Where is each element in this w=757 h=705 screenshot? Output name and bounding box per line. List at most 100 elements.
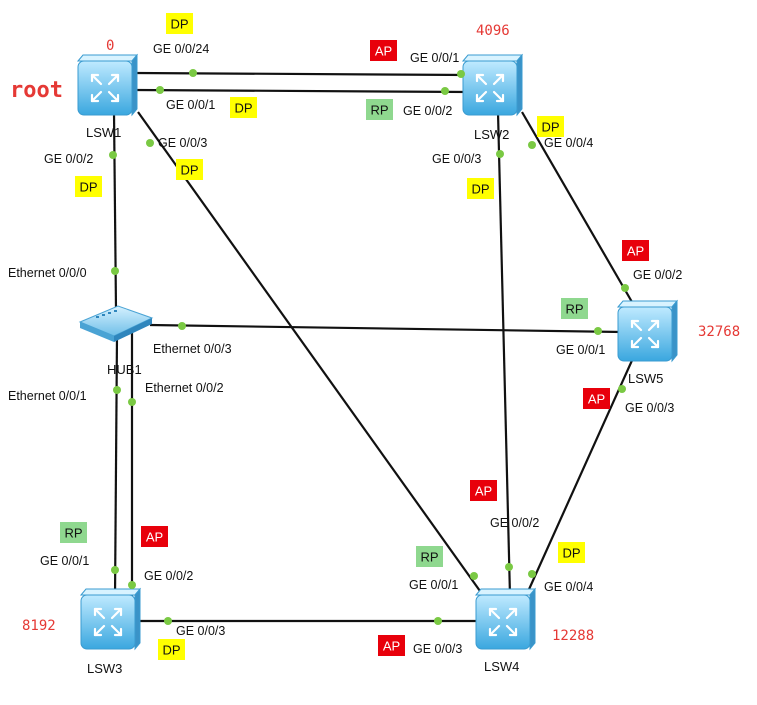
device-hub1[interactable] [78, 305, 154, 342]
port-label: GE 0/0/4 [544, 136, 593, 150]
link-lsw1-lsw2-bottom [134, 88, 471, 94]
port-dot [496, 150, 504, 158]
role-badge: DP [75, 176, 102, 197]
port-label: GE 0/0/3 [432, 152, 481, 166]
links [112, 71, 636, 623]
link-lsw2-lsw4 [496, 111, 512, 597]
port-label: GE 0/0/3 [413, 642, 462, 656]
lsw1-priority: 0 [106, 38, 114, 54]
role-badge: AP [141, 526, 168, 547]
port-label: GE 0/0/1 [410, 51, 459, 65]
svg-text:RP: RP [420, 550, 438, 565]
port-label: Ethernet 0/0/0 [8, 266, 87, 280]
role-badge: DP [558, 542, 585, 563]
port-label: Ethernet 0/0/2 [145, 381, 224, 395]
svg-text:DP: DP [541, 120, 559, 135]
role-badge: RP [561, 298, 588, 319]
l3-switch-icon [461, 53, 524, 117]
port-dot [128, 398, 136, 406]
hub-icon [78, 305, 154, 342]
role-badge: DP [176, 159, 203, 180]
device-lsw1[interactable] [76, 53, 139, 117]
lsw2-priority: 4096 [476, 23, 510, 39]
port-dot [113, 386, 121, 394]
port-labels: GE 0/0/24 GE 0/0/1 GE 0/0/2 GE 0/0/3 GE … [8, 42, 682, 656]
device-lsw3[interactable] [79, 587, 142, 651]
port-dot [528, 141, 536, 149]
port-label: Ethernet 0/0/1 [8, 389, 87, 403]
device-lsw4[interactable] [474, 587, 537, 651]
link-lsw1-lsw2-top [134, 71, 471, 77]
role-badge: AP [470, 480, 497, 501]
role-badge: AP [622, 240, 649, 261]
lsw4-priority: 12288 [552, 628, 594, 644]
svg-text:DP: DP [234, 101, 252, 116]
port-label: GE 0/0/2 [633, 268, 682, 282]
role-badge: RP [416, 546, 443, 567]
lsw1-name: LSW1 [86, 125, 121, 140]
lsw3-priority: 8192 [22, 618, 56, 634]
port-label: GE 0/0/3 [625, 401, 674, 415]
l3-switch-icon [616, 299, 679, 363]
role-badge: AP [370, 40, 397, 61]
port-dot [618, 385, 626, 393]
root-bridge-label: root [10, 78, 63, 103]
port-dot [128, 581, 136, 589]
port-label: GE 0/0/2 [44, 152, 93, 166]
port-dot [528, 570, 536, 578]
port-dot [441, 87, 449, 95]
svg-text:DP: DP [180, 163, 198, 178]
l3-switch-icon [76, 53, 139, 117]
svg-text:DP: DP [79, 180, 97, 195]
port-label: GE 0/0/4 [544, 580, 593, 594]
role-badge: AP [583, 388, 610, 409]
role-badge: AP [378, 635, 405, 656]
link-lsw5-lsw4 [524, 355, 636, 597]
link-lsw1-hub1 [112, 111, 118, 311]
port-dot [146, 139, 154, 147]
port-dots [109, 69, 629, 625]
port-dot [470, 572, 478, 580]
role-badge: DP [467, 178, 494, 199]
port-dot [594, 327, 602, 335]
port-label: GE 0/0/1 [409, 578, 458, 592]
port-role-badges: DP DP DP DP AP RP DP DP AP RP AP [60, 13, 649, 660]
link-lsw2-lsw5 [521, 111, 633, 303]
svg-text:AP: AP [627, 244, 644, 259]
role-badge: DP [158, 639, 185, 660]
l3-switch-icon [474, 587, 537, 651]
lsw4-name: LSW4 [484, 659, 519, 674]
device-lsw5[interactable] [616, 299, 679, 363]
port-label: GE 0/0/3 [158, 136, 207, 150]
device-lsw2[interactable] [461, 53, 524, 117]
svg-text:DP: DP [162, 643, 180, 658]
hub1-name: HUB1 [107, 362, 142, 377]
link-hub1-lsw3-a [113, 334, 119, 599]
port-label: GE 0/0/1 [40, 554, 89, 568]
svg-text:RP: RP [370, 103, 388, 118]
port-label: GE 0/0/2 [403, 104, 452, 118]
svg-text:RP: RP [64, 526, 82, 541]
port-dot [178, 322, 186, 330]
port-dot [621, 284, 629, 292]
port-dot [434, 617, 442, 625]
lsw5-name: LSW5 [628, 371, 663, 386]
port-dot [189, 69, 197, 77]
l3-switch-icon [79, 587, 142, 651]
port-label: GE 0/0/2 [490, 516, 539, 530]
port-dot [505, 563, 513, 571]
port-label: GE 0/0/24 [153, 42, 209, 56]
lsw2-name: LSW2 [474, 127, 509, 142]
role-badge: DP [537, 116, 564, 137]
lsw5-priority: 32768 [698, 324, 740, 340]
role-badge: RP [366, 99, 393, 120]
port-dot [111, 566, 119, 574]
svg-text:AP: AP [375, 44, 392, 59]
role-badge: DP [166, 13, 193, 34]
svg-text:AP: AP [588, 392, 605, 407]
port-dot [164, 617, 172, 625]
role-badge: RP [60, 522, 87, 543]
lsw3-name: LSW3 [87, 661, 122, 676]
port-label: GE 0/0/3 [176, 624, 225, 638]
